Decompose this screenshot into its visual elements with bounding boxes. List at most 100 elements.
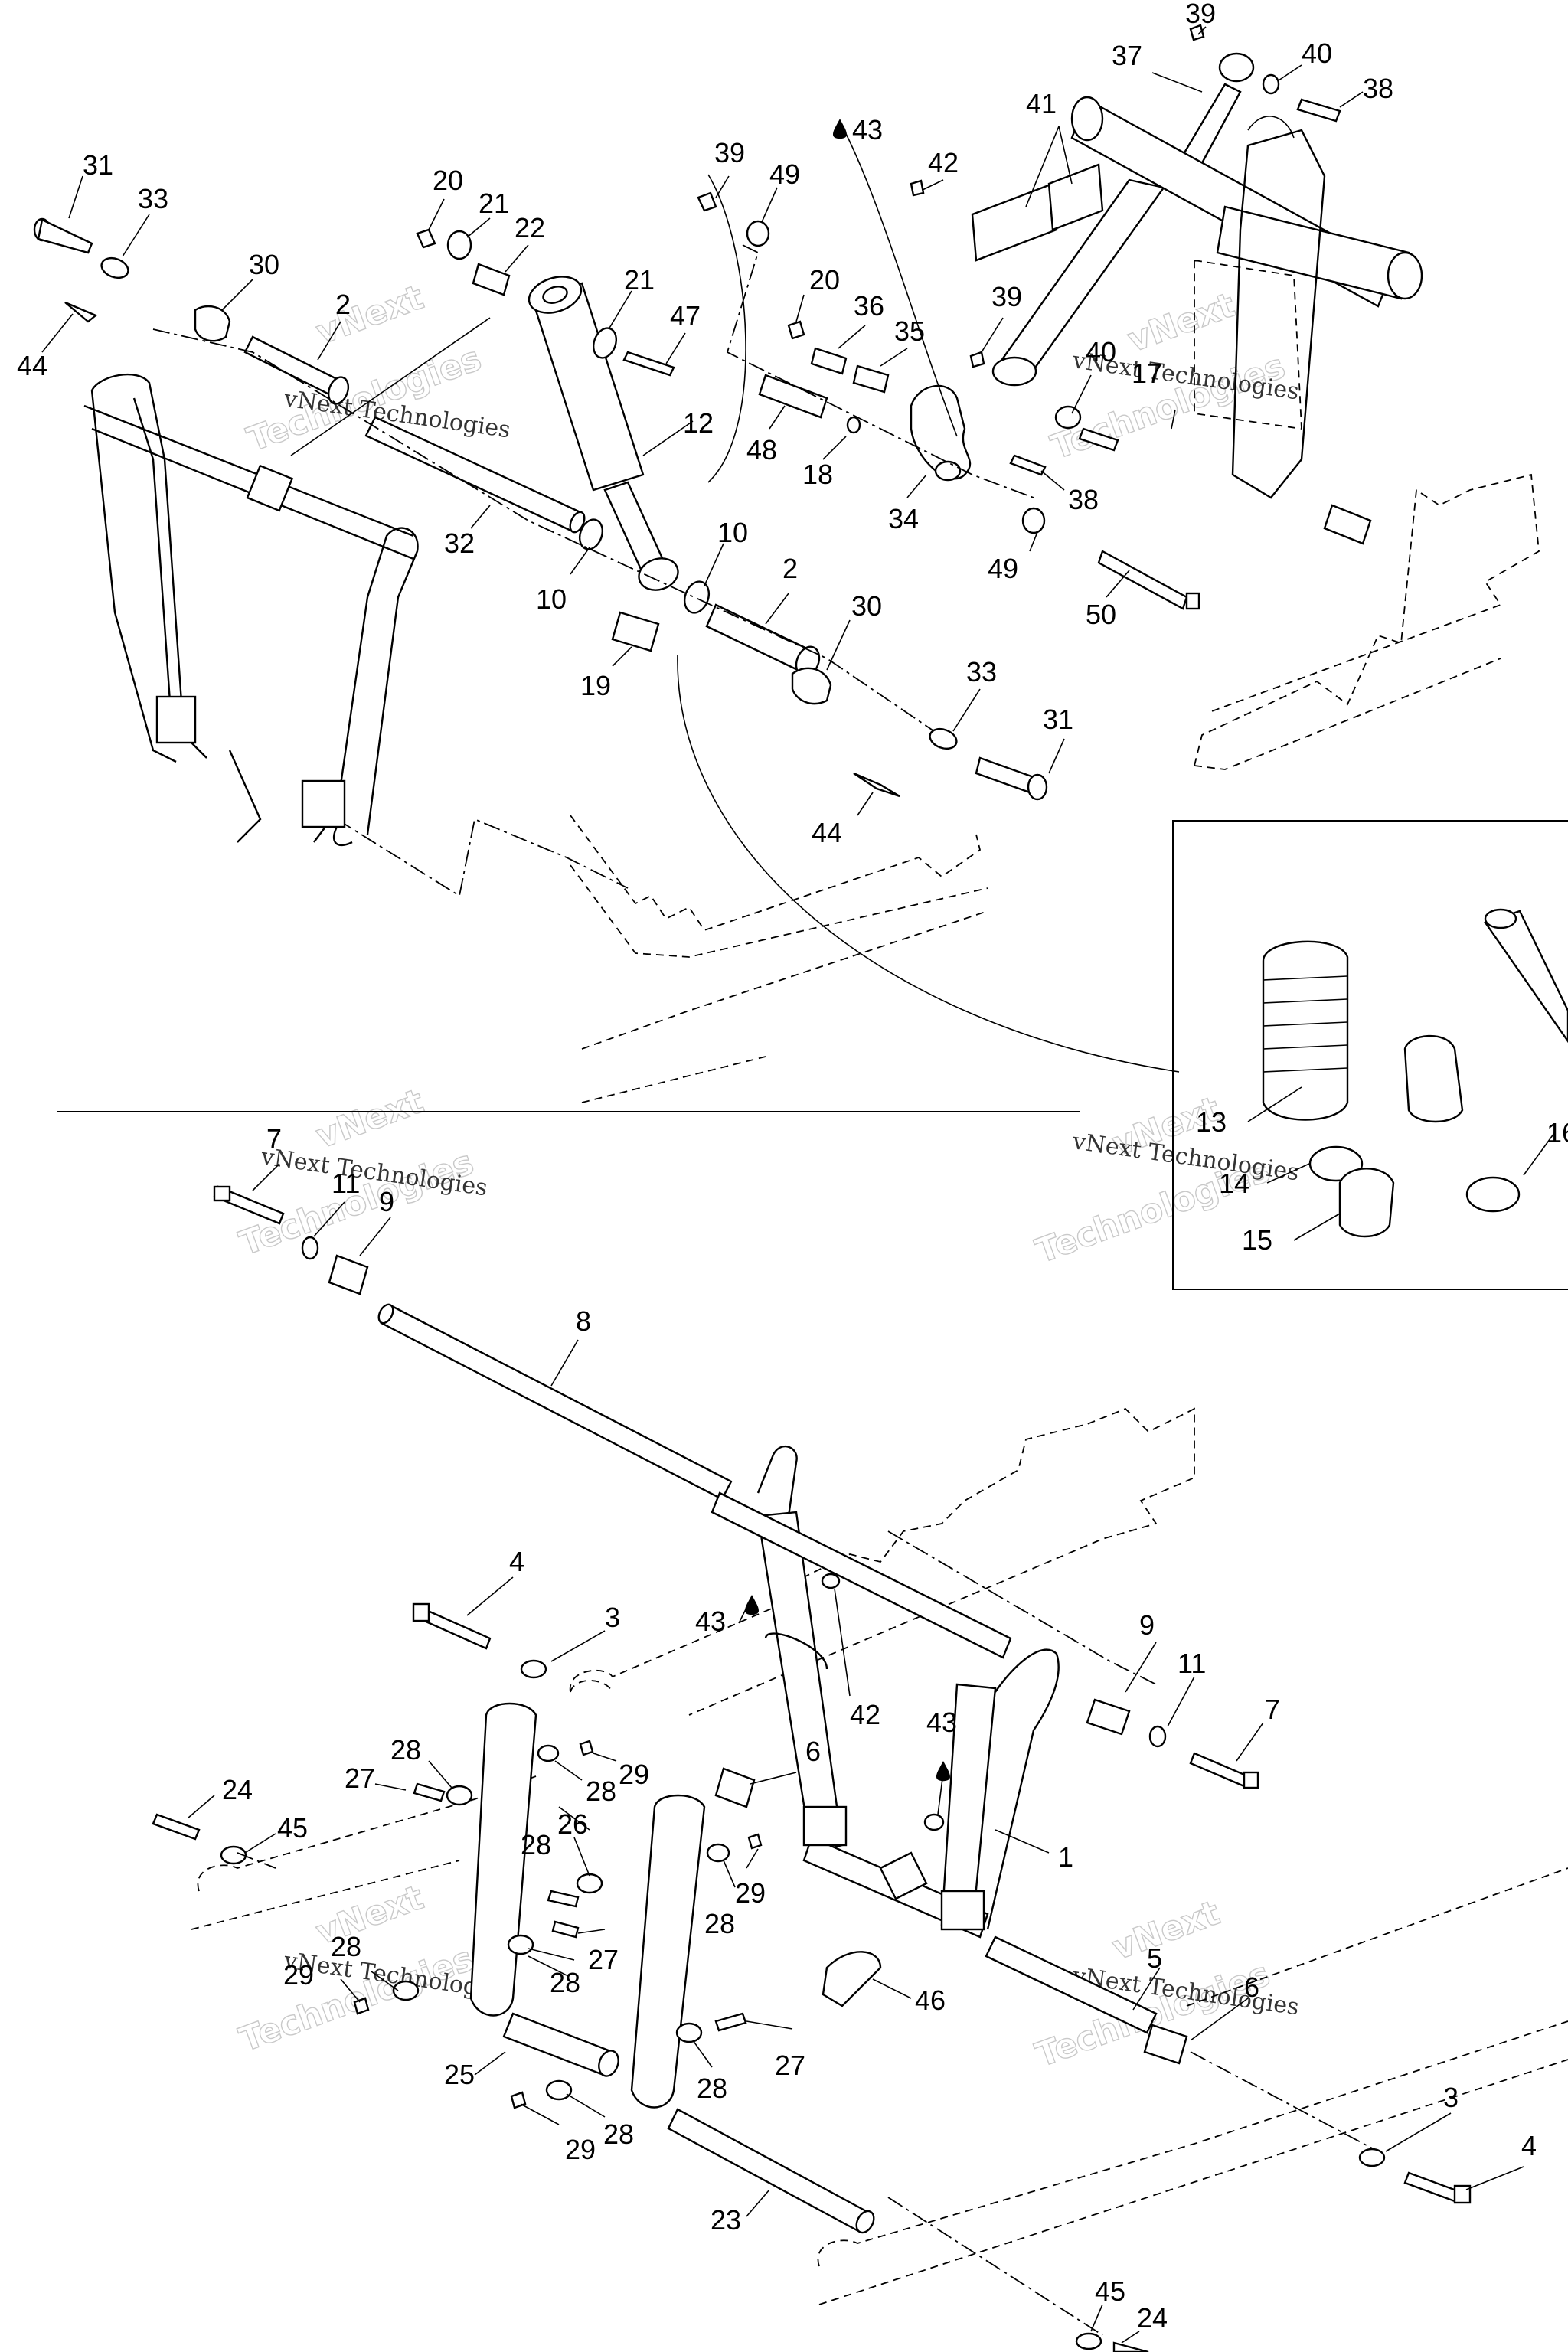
nut-29 (747, 1833, 763, 1850)
callout-label: 43 (852, 114, 883, 145)
tube-23-end (855, 2210, 875, 2234)
bolt-7-head (1243, 1771, 1259, 1789)
bolt-27 (714, 2012, 747, 2032)
callout-label: 49 (988, 553, 1018, 584)
centre-line (152, 328, 935, 732)
washer-3 (520, 1659, 547, 1679)
callout-label: 33 (138, 183, 168, 214)
front-arm-spring-coil (301, 779, 346, 828)
washer-28 (392, 1980, 420, 2001)
leader-line (1152, 72, 1203, 93)
leader-line (642, 420, 694, 456)
leader-line (922, 179, 944, 191)
callout-label: 17 (1132, 358, 1162, 389)
leader-line (187, 1795, 215, 1819)
leader-line (593, 1753, 617, 1762)
leader-line (880, 348, 908, 367)
bushing-49 (746, 220, 770, 247)
leader-line (528, 1948, 575, 1961)
spring-15 (1338, 1168, 1395, 1238)
frame-rail-outline (1194, 473, 1540, 766)
main-arm-1-tube (710, 1491, 1012, 1659)
leader-line (41, 313, 74, 353)
leader-line (550, 1339, 579, 1387)
link-26 (469, 1702, 537, 2017)
shock-absorber-12-eye (542, 286, 568, 304)
bracket (879, 1851, 928, 1900)
frame-rail-outline (570, 1680, 613, 1693)
main-arm-1-handle (764, 1632, 828, 1670)
watermark-vnext: vNext (1122, 286, 1240, 360)
plate-30 (194, 305, 231, 342)
bushing-21 (592, 327, 618, 359)
leader-line (1106, 570, 1130, 598)
centre-line (336, 818, 629, 897)
washer-18 (846, 416, 861, 434)
shock-body (1484, 910, 1568, 1044)
leader-line (981, 317, 1004, 353)
leader-line (692, 2040, 713, 2068)
bushing-9 (1086, 1698, 1131, 1736)
front-arm-bracket (228, 750, 262, 843)
leader-line (1071, 374, 1092, 414)
leader-line (570, 547, 590, 575)
leader-line (466, 1576, 514, 1616)
washer-40 (1262, 74, 1280, 95)
callout-label: 34 (888, 503, 919, 534)
callout-label: 20 (433, 165, 463, 196)
callout-label: 2 (335, 289, 351, 320)
bracket-34-boss (934, 460, 962, 482)
shaft-32-end (569, 511, 586, 534)
front-arm-bushing (246, 464, 294, 512)
callout-label: 46 (915, 1984, 946, 2016)
callout-label: 47 (670, 300, 701, 332)
callout-label: 5 (1147, 1942, 1162, 1974)
leader-line (1293, 1213, 1341, 1241)
callout-label: 43 (695, 1606, 726, 1637)
bolt-24 (1112, 2341, 1149, 2352)
leader-line (1121, 2331, 1140, 2344)
callout-label: 9 (379, 1186, 394, 1217)
tube-25-end (598, 2050, 619, 2077)
centre-line (726, 244, 1034, 498)
leader-line (122, 214, 150, 257)
callout-label: 1 (1058, 1841, 1073, 1873)
callout-label: 42 (850, 1699, 880, 1730)
bushing-6 (1143, 2024, 1188, 2065)
leader-line (1048, 738, 1065, 774)
watermark-vnext: vNext (311, 1082, 428, 1156)
washer-28 (706, 1843, 730, 1863)
shock-absorber-37-eye (991, 356, 1037, 387)
leader-line (428, 198, 445, 230)
bolt-27 (413, 1782, 446, 1802)
bolt-31-head (1027, 773, 1048, 801)
callout-label: 24 (222, 1774, 253, 1805)
oil-drop-icon (936, 1761, 950, 1782)
leader-line (244, 1833, 276, 1854)
nut-20 (416, 228, 436, 249)
callout-label: 11 (1178, 1648, 1206, 1679)
bolt-27 (551, 1920, 580, 1939)
main-arm-1-coil (940, 1890, 985, 1931)
callout-label: 28 (331, 1931, 361, 1962)
frame-rail-outline (191, 1860, 460, 1930)
callout-label: 26 (557, 1808, 588, 1840)
callout-label: 44 (812, 817, 842, 848)
cross-tube (1216, 205, 1410, 300)
washer-33 (929, 727, 958, 750)
bolt-24 (152, 1813, 201, 1841)
callout-label: 50 (1086, 599, 1116, 630)
washer-28 (545, 2079, 573, 2101)
callout-label: 35 (894, 315, 925, 347)
leader-line (520, 2103, 560, 2125)
washer-45 (1075, 2332, 1102, 2350)
callout-label: 28 (603, 2118, 634, 2150)
leader-line (558, 1806, 590, 1831)
leader-line (474, 2051, 506, 2076)
leader-line (1278, 64, 1302, 81)
lock-ring-16 (1465, 1176, 1521, 1213)
callout-label: 29 (283, 1959, 314, 1991)
callout-label: 40 (1302, 38, 1332, 69)
leader-line (761, 187, 778, 223)
washer-33 (100, 256, 129, 279)
